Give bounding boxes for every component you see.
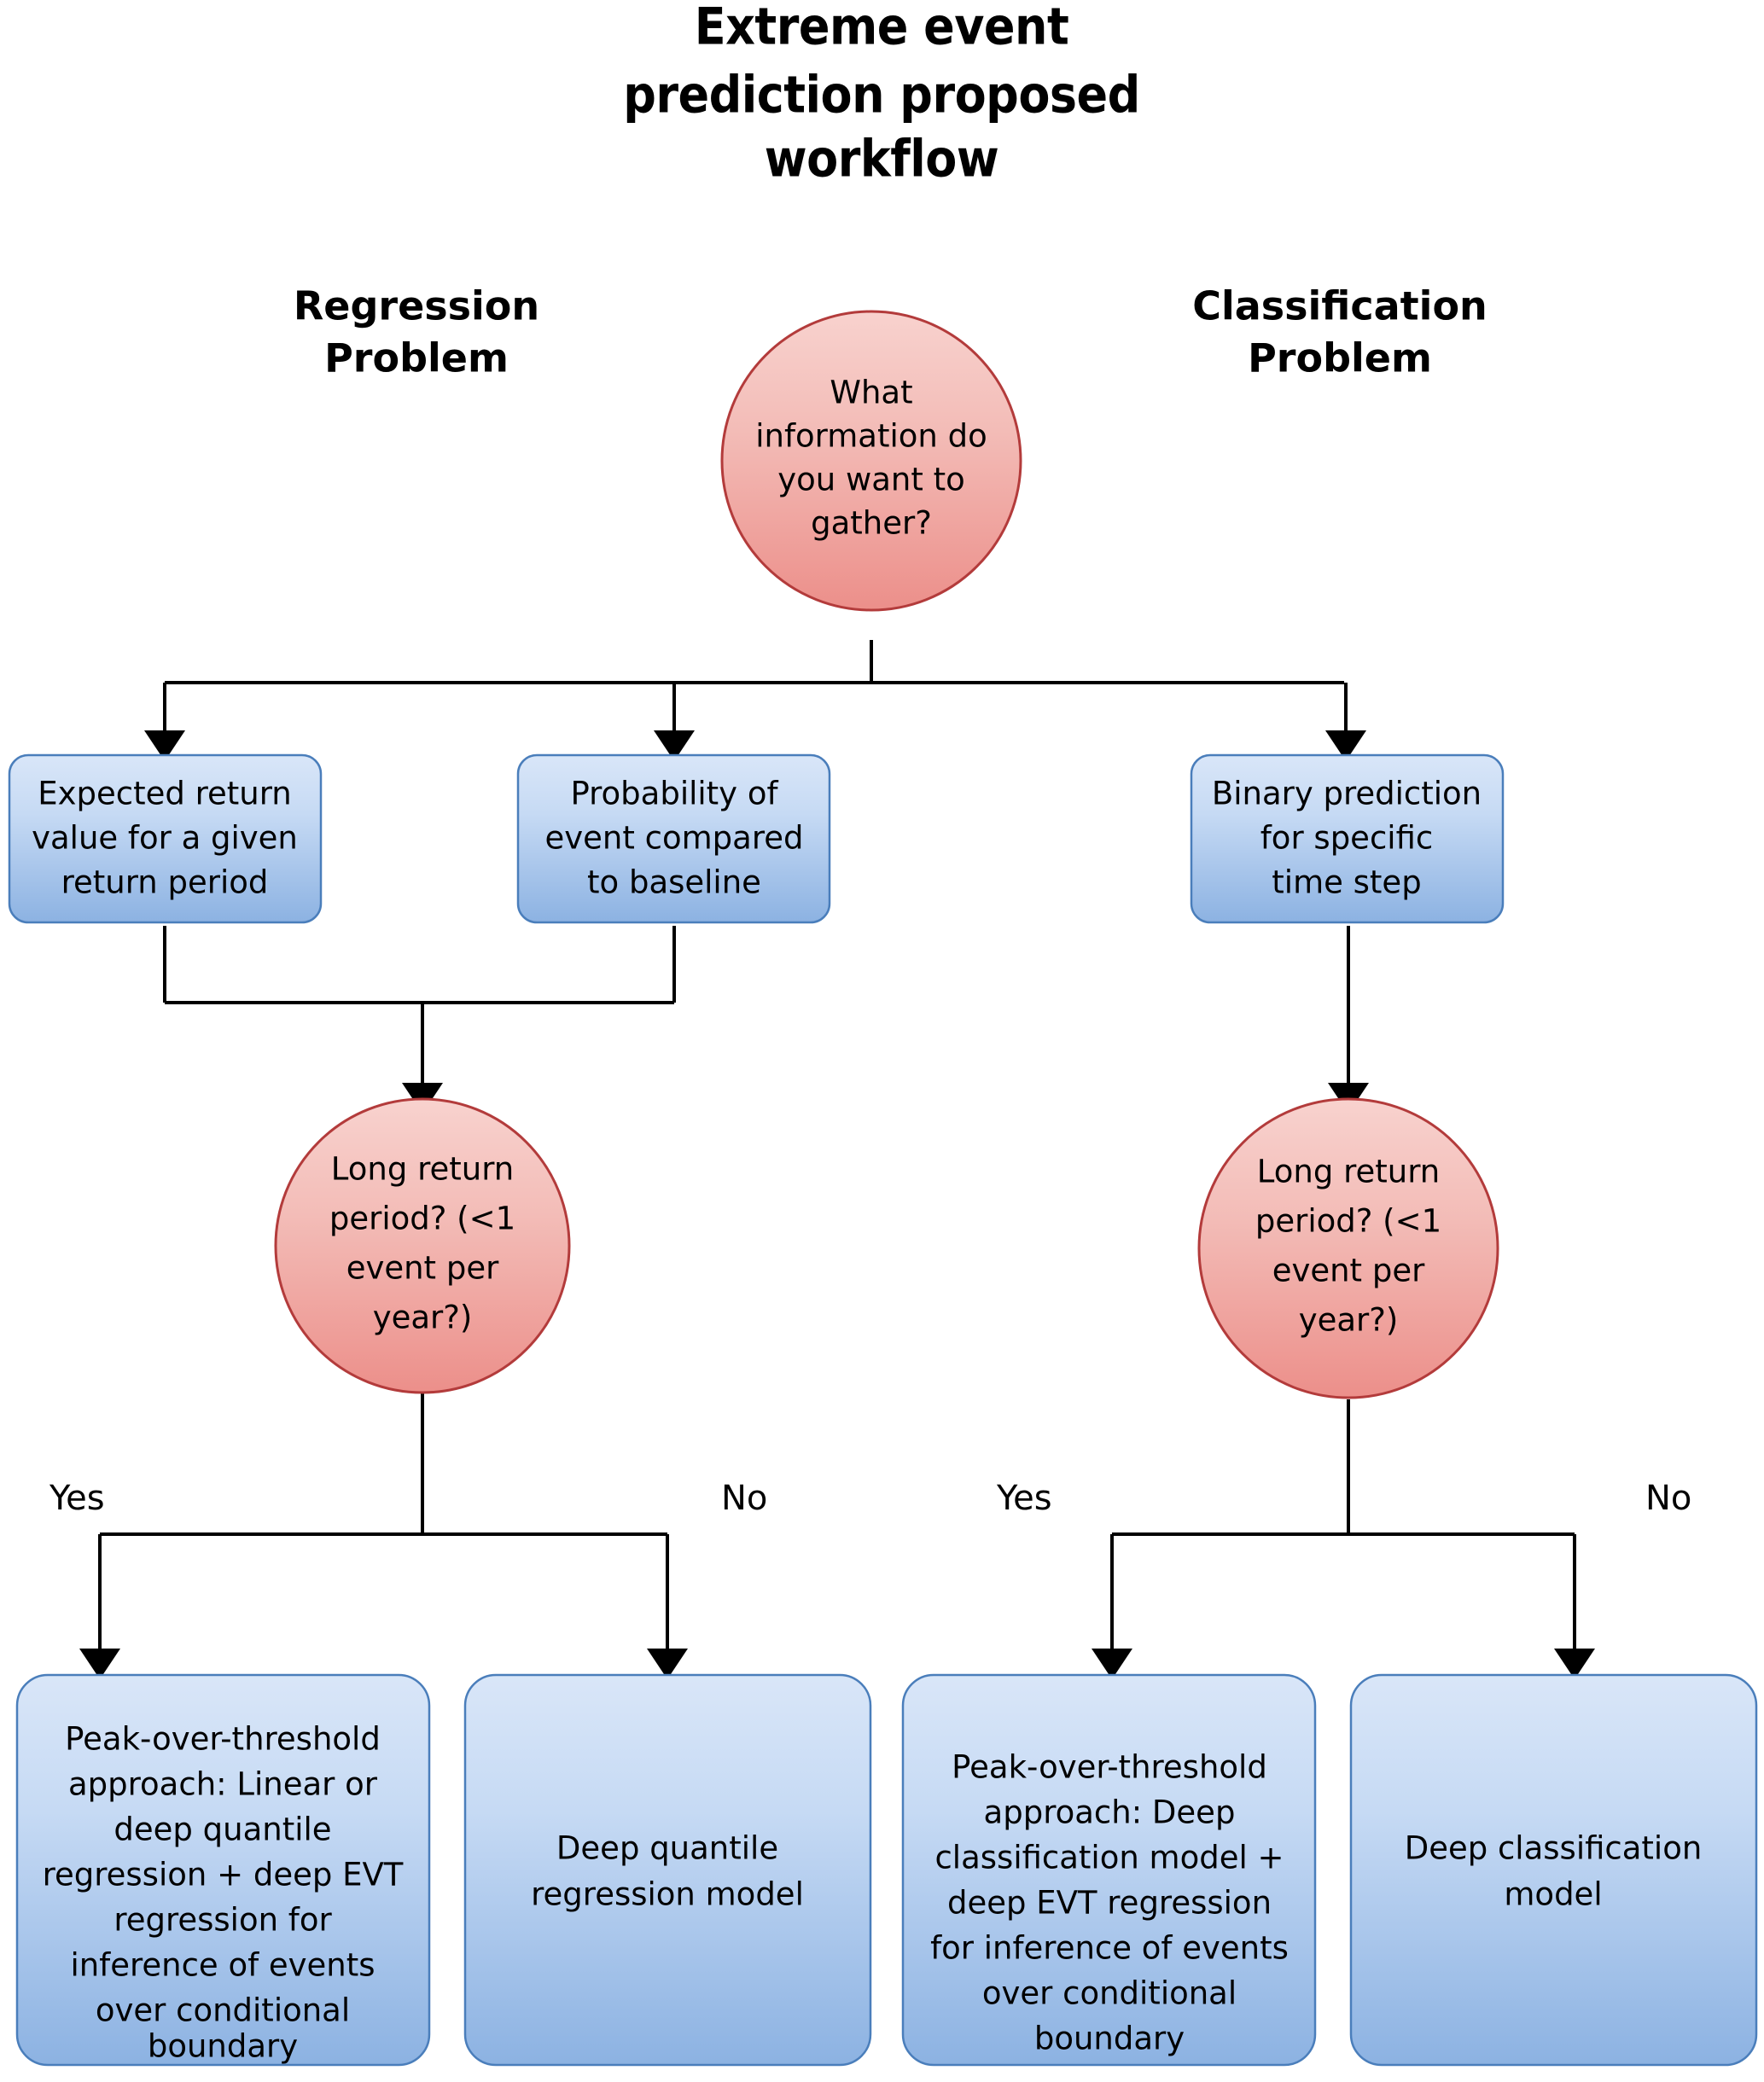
connector-layer <box>79 640 1595 1679</box>
pot-quantile-regression-shape[interactable] <box>15 1673 431 2067</box>
binary-prediction-line-3: time step <box>1272 864 1421 901</box>
pot-deep-classification-line-4: deep EVT regression <box>947 1885 1272 1922</box>
node-pot-deep-classification[interactable]: Peak-over-threshold approach: Deep class… <box>901 1673 1317 2067</box>
expected-return-value-line-1: Expected return <box>38 776 292 812</box>
branch-heading-regression-line-1: Regression <box>294 283 539 329</box>
probability-of-event-line-1: Probability of <box>570 776 778 812</box>
node-root-question[interactable]: What information do you want to gather? <box>720 310 1022 612</box>
edge-label-regression-yes: Yes <box>49 1479 105 1518</box>
deep-classification-model-line-1: Deep classification <box>1405 1830 1703 1867</box>
node-pot-quantile-regression[interactable]: Peak-over-threshold approach: Linear or … <box>15 1673 431 2067</box>
deep-classification-model-shape[interactable] <box>1349 1673 1758 2067</box>
pot-quantile-regression-line-8: boundary <box>148 2028 298 2065</box>
node-long-return-period-classification[interactable]: Long return period? (<1 event per year?) <box>1197 1097 1499 1399</box>
pot-deep-classification-line-5: for inference of events <box>930 1930 1289 1967</box>
page-title-line-3: workflow <box>765 130 998 189</box>
expected-return-value-line-2: value for a given <box>32 820 298 857</box>
root-question-line-4: gather? <box>811 505 932 542</box>
pot-deep-classification-line-1: Peak-over-threshold <box>952 1749 1267 1786</box>
long-return-period-regression-shape[interactable] <box>274 1097 571 1394</box>
pot-quantile-regression-line-4: regression + deep EVT <box>43 1857 404 1893</box>
expected-return-value-shape[interactable] <box>8 753 323 924</box>
pot-deep-classification-line-3: classification model + <box>934 1840 1284 1876</box>
expected-return-value-line-3: return period <box>61 864 269 901</box>
node-binary-prediction[interactable]: Binary prediction for specific time step <box>1190 753 1505 924</box>
edge-label-regression-no: No <box>721 1479 767 1518</box>
page-title-line-2: prediction proposed <box>623 66 1140 125</box>
root-question-shape[interactable] <box>720 310 1022 612</box>
branch-heading-classification: Classification Problem <box>1192 283 1487 381</box>
probability-of-event-line-3: to baseline <box>587 864 761 901</box>
pot-deep-classification-line-6: over conditional <box>982 1975 1237 2012</box>
root-question-line-1: What <box>830 375 912 411</box>
long-return-period-classification-line-4: year?) <box>1299 1302 1399 1339</box>
deep-quantile-regression-model-line-2: regression model <box>531 1876 804 1913</box>
probability-of-event-shape[interactable] <box>516 753 831 924</box>
edge-label-classification-yes: Yes <box>996 1479 1052 1518</box>
node-deep-quantile-regression-model[interactable]: Deep quantile regression model <box>463 1673 872 2067</box>
node-deep-classification-model[interactable]: Deep classification model <box>1349 1673 1758 2067</box>
pot-quantile-regression-line-6: inference of events <box>70 1947 375 1984</box>
binary-prediction-line-1: Binary prediction <box>1212 776 1482 812</box>
pot-quantile-regression-line-2: approach: Linear or <box>68 1766 378 1803</box>
branch-heading-regression: Regression Problem <box>294 283 539 381</box>
page-title: Extreme event prediction proposed workfl… <box>623 0 1140 189</box>
binary-prediction-shape[interactable] <box>1190 753 1505 924</box>
pot-quantile-regression-line-1: Peak-over-threshold <box>65 1721 381 1758</box>
pot-deep-classification-shape[interactable] <box>901 1673 1317 2067</box>
binary-prediction-line-2: for specific <box>1260 820 1433 857</box>
node-expected-return-value[interactable]: Expected return value for a given return… <box>8 753 323 924</box>
node-probability-of-event[interactable]: Probability of event compared to baselin… <box>516 753 831 924</box>
long-return-period-regression-line-4: year?) <box>373 1300 473 1336</box>
branch-heading-classification-line-1: Classification <box>1192 283 1487 329</box>
branch-heading-regression-line-2: Problem <box>324 335 509 381</box>
pot-deep-classification-line-7: boundary <box>1034 2021 1185 2057</box>
root-question-line-3: you want to <box>777 462 965 498</box>
long-return-period-classification-shape[interactable] <box>1197 1097 1499 1399</box>
long-return-period-classification-line-2: period? (<1 <box>1255 1203 1441 1240</box>
pot-quantile-regression-line-5: regression for <box>114 1902 332 1939</box>
long-return-period-regression-line-2: period? (<1 <box>329 1201 515 1237</box>
deep-quantile-regression-model-line-1: Deep quantile <box>556 1830 778 1867</box>
probability-of-event-line-2: event compared <box>545 820 804 857</box>
deep-classification-model-line-2: model <box>1504 1876 1602 1913</box>
node-long-return-period-regression[interactable]: Long return period? (<1 event per year?) <box>274 1097 571 1394</box>
pot-deep-classification-line-2: approach: Deep <box>984 1794 1236 1831</box>
root-question-line-2: information do <box>755 418 987 455</box>
pot-quantile-regression-line-3: deep quantile <box>114 1812 331 1848</box>
page-title-line-1: Extreme event <box>695 0 1069 57</box>
long-return-period-classification-line-1: Long return <box>1257 1154 1440 1190</box>
long-return-period-regression-line-3: event per <box>346 1250 499 1287</box>
edge-label-classification-no: No <box>1645 1479 1691 1518</box>
deep-quantile-regression-model-shape[interactable] <box>463 1673 872 2067</box>
long-return-period-regression-line-1: Long return <box>331 1151 514 1188</box>
branch-heading-classification-line-2: Problem <box>1248 335 1432 381</box>
pot-quantile-regression-line-7: over conditional <box>96 1992 350 2029</box>
long-return-period-classification-line-3: event per <box>1272 1253 1425 1289</box>
